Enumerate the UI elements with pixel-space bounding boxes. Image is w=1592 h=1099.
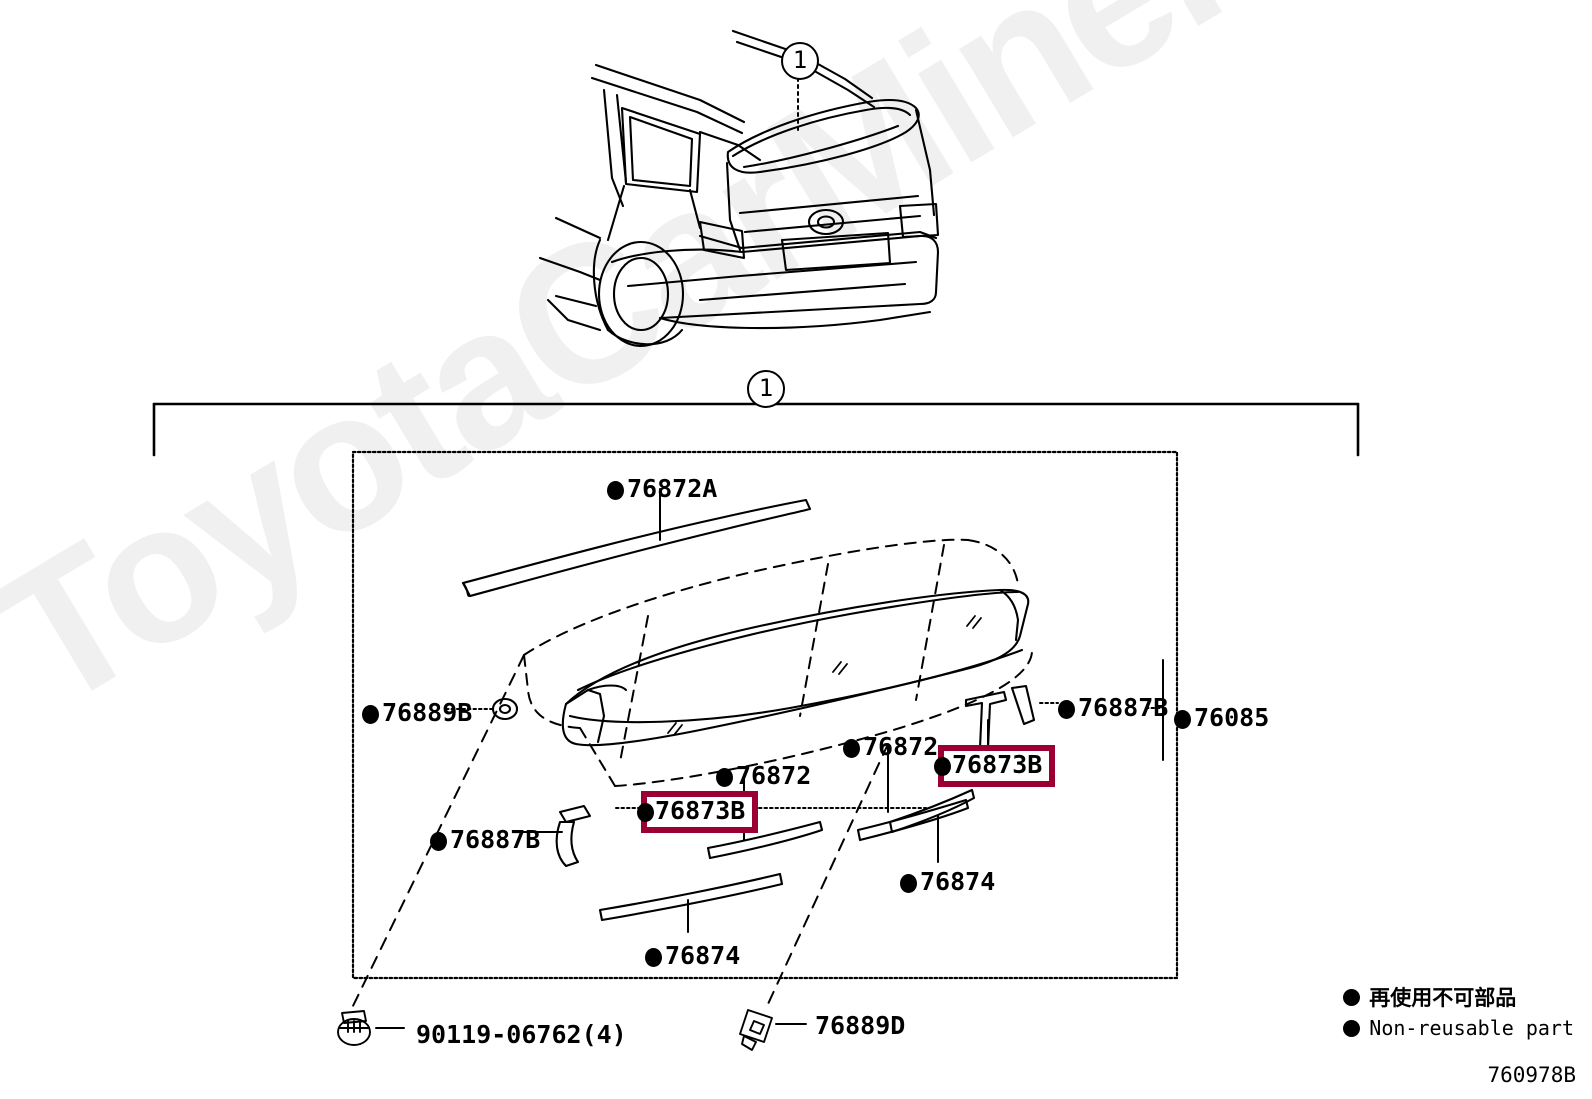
part-shape-76872-lower-left bbox=[706, 820, 824, 860]
nonreusable-dot-icon bbox=[934, 757, 951, 776]
diagram-code: 760978B bbox=[1487, 1063, 1576, 1087]
part-76873b-left-highlighted[interactable]: 76873B bbox=[637, 791, 759, 834]
part-76085-text: 76085 bbox=[1194, 703, 1270, 732]
nonreusable-dot-icon bbox=[1343, 1019, 1361, 1037]
part-76887b-right[interactable]: 76887B bbox=[1058, 695, 1168, 720]
nonreusable-dot-icon bbox=[716, 768, 733, 787]
callout-section-marker: 1 bbox=[747, 370, 785, 408]
part-76889d[interactable]: 76889D bbox=[815, 1013, 905, 1038]
part-90119-06762[interactable]: 90119-06762(4) bbox=[416, 1022, 627, 1047]
part-76872-lower-left-text: 76872 bbox=[736, 761, 812, 790]
nonreusable-dot-icon bbox=[843, 739, 860, 758]
part-76874-right-text: 76874 bbox=[920, 867, 996, 896]
part-shape-spoiler-body bbox=[561, 588, 1030, 747]
legend-row-jp: 再使用不可部品 bbox=[1343, 982, 1574, 1012]
part-shape-spoiler-dashed bbox=[523, 538, 1033, 787]
part-76872-center-text: 76872 bbox=[863, 732, 939, 761]
nonreusable-dot-icon bbox=[1343, 988, 1361, 1006]
part-76872-lower-left[interactable]: 76872 bbox=[716, 763, 811, 788]
callout-section-text: 1 bbox=[758, 374, 774, 402]
nonreusable-dot-icon bbox=[637, 803, 654, 822]
part-76085[interactable]: 76085 bbox=[1174, 705, 1269, 730]
detail-frame bbox=[351, 450, 1179, 980]
legend: 再使用不可部品 Non-reusable part bbox=[1343, 982, 1574, 1044]
part-shape-76887b-left bbox=[555, 804, 592, 868]
legend-row-en: Non-reusable part bbox=[1343, 1016, 1574, 1040]
legend-jp-text: 再使用不可部品 bbox=[1369, 986, 1517, 1010]
nonreusable-dot-icon bbox=[900, 874, 917, 893]
nonreusable-dot-icon bbox=[1174, 710, 1191, 729]
part-76872a-text: 76872A bbox=[627, 474, 718, 503]
callout-top-text: 1 bbox=[792, 46, 808, 74]
legend-en-text: Non-reusable part bbox=[1369, 1016, 1574, 1040]
part-76873b-right-highlighted[interactable]: 76873B bbox=[934, 745, 1056, 788]
part-76874-bottom[interactable]: 76874 bbox=[645, 943, 740, 968]
part-shape-clip-76889d bbox=[739, 1009, 773, 1051]
part-76889b-text: 76889B bbox=[382, 698, 473, 727]
nonreusable-dot-icon bbox=[645, 948, 662, 967]
part-shape-76874-right bbox=[888, 788, 976, 834]
part-76872a[interactable]: 76872A bbox=[607, 476, 717, 501]
part-shape-76889b bbox=[491, 697, 519, 721]
nonreusable-dot-icon bbox=[607, 481, 624, 500]
part-76887b-left[interactable]: 76887B bbox=[430, 827, 540, 852]
part-76872-center[interactable]: 76872 bbox=[843, 734, 938, 759]
part-76889b[interactable]: 76889B bbox=[362, 700, 472, 725]
part-76874-right[interactable]: 76874 bbox=[900, 869, 995, 894]
nonreusable-dot-icon bbox=[1058, 700, 1075, 719]
part-76889d-text: 76889D bbox=[815, 1011, 906, 1040]
part-shape-76872-center bbox=[856, 798, 970, 842]
part-76874-bottom-text: 76874 bbox=[665, 941, 741, 970]
callout-top-marker: 1 bbox=[781, 42, 819, 80]
nonreusable-dot-icon bbox=[362, 705, 379, 724]
part-90119-06762-text: 90119-06762(4) bbox=[416, 1020, 627, 1049]
part-76873b-right-text: 76873B bbox=[952, 750, 1043, 779]
nonreusable-dot-icon bbox=[430, 832, 447, 851]
part-76887b-left-text: 76887B bbox=[450, 825, 541, 854]
part-shape-76874-bottom bbox=[598, 872, 784, 922]
part-shape-76872a bbox=[461, 498, 812, 598]
part-76887b-right-text: 76887B bbox=[1078, 693, 1169, 722]
part-76873b-left-text: 76873B bbox=[655, 796, 746, 825]
vehicle-illustration bbox=[538, 29, 940, 348]
part-shape-76887b-right bbox=[964, 684, 1036, 750]
part-shape-bolt-90119 bbox=[337, 1010, 371, 1046]
section-bracket bbox=[152, 402, 1360, 457]
